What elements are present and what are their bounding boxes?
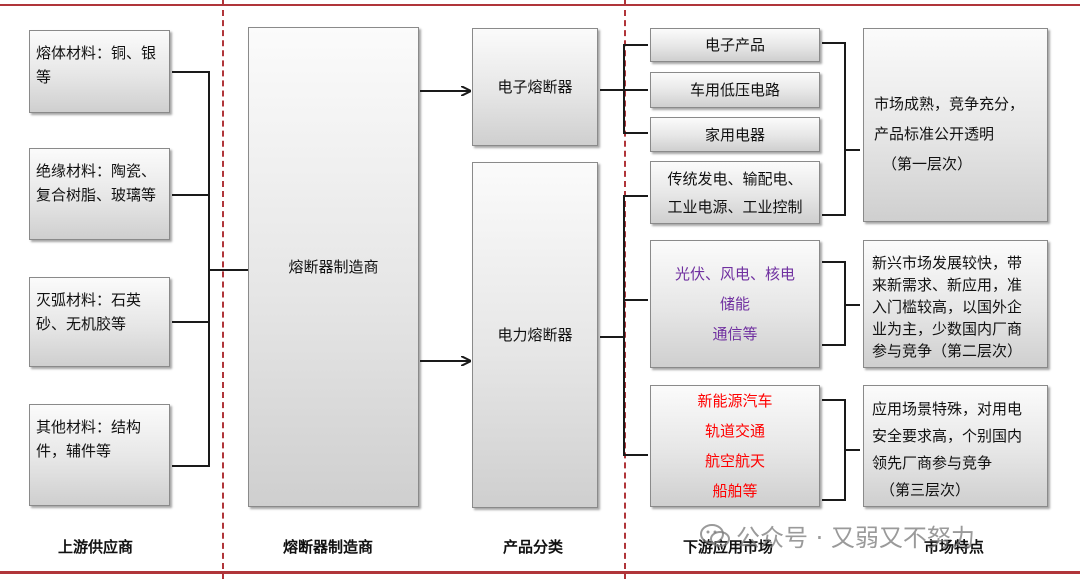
power-fuse-label: 电力熔断器 xyxy=(497,326,573,344)
app-line: 储能 xyxy=(719,295,750,313)
market-box-tier2: 新兴市场发展较快，带 来新需求、新应用，准 入门槛较高，以国外企 业为主，少数国… xyxy=(863,240,1048,368)
market-box-tier1: 市场成熟，竞争充分， 产品标准公开透明 （第一层次） xyxy=(863,28,1048,222)
material-box-other: 其他材料：结构件，辅件等 xyxy=(29,404,170,506)
footer-market: 市场特点 xyxy=(924,538,985,556)
market-line: 参与竞争（第二层次） xyxy=(872,342,1023,360)
electronic-fuse-label: 电子熔断器 xyxy=(497,78,573,96)
footer-upstream: 上游供应商 xyxy=(58,538,134,556)
market-line: （第一层次） xyxy=(882,155,973,173)
tier1-bracket xyxy=(822,42,846,216)
app-box-appliances: 家用电器 xyxy=(650,117,820,152)
material-label: 其他材料：结构件，辅件等 xyxy=(36,418,142,460)
material-label: 灭弧材料：石英砂、无机胶等 xyxy=(36,291,142,333)
divider-left xyxy=(222,0,224,579)
upstream-bracket xyxy=(172,71,210,467)
app-box-special: 新能源汽车 轨道交通 航空航天 船舶等 xyxy=(650,385,820,507)
market-line: 领先厂商参与竞争 xyxy=(872,454,993,472)
app-box-electronics: 电子产品 xyxy=(650,28,820,62)
footer-products: 产品分类 xyxy=(503,538,564,556)
market-line: 新兴市场发展较快，带 xyxy=(872,254,1023,272)
app-line: 通信等 xyxy=(712,325,758,343)
app-line: 光伏、风电、核电 xyxy=(674,265,795,283)
app-box-traditional: 传统发电、输配电、 工业电源、工业控制 xyxy=(650,161,820,224)
market-box-tier3: 应用场景特殊，对用电 安全要求高，个别国内 领先厂商参与竞争 （第三层次） xyxy=(863,385,1048,507)
power-fuse-box: 电力熔断器 xyxy=(472,162,598,508)
watermark: 公众号 · 又弱又不努力 xyxy=(700,518,975,555)
material-label: 绝缘材料：陶瓷、复合树脂、玻璃等 xyxy=(36,162,157,204)
power-fuse-bracket xyxy=(623,195,648,456)
bottom-border xyxy=(0,571,1080,574)
app-line: 轨道交通 xyxy=(704,422,765,440)
market-line: 入门槛较高，以国外企 xyxy=(872,298,1023,316)
app-label: 车用低压电路 xyxy=(689,81,780,99)
tier2-bracket xyxy=(822,261,846,346)
manufacturer-box: 熔断器制造商 xyxy=(248,27,419,507)
app-box-emerging: 光伏、风电、核电 储能 通信等 xyxy=(650,240,820,368)
tier3-bracket xyxy=(822,399,846,501)
market-line: 来新需求、新应用，准 xyxy=(872,276,1023,294)
app-label: 家用电器 xyxy=(704,125,765,144)
footer-downstream: 下游应用市场 xyxy=(683,538,774,556)
market-line: （第三层次） xyxy=(880,481,971,499)
market-line: 业为主，少数国内厂商 xyxy=(872,320,1023,338)
app-line: 新能源汽车 xyxy=(697,392,773,410)
market-line: 产品标准公开透明 xyxy=(874,125,995,143)
manufacturer-label: 熔断器制造商 xyxy=(288,258,379,276)
app-box-automotive: 车用低压电路 xyxy=(650,72,820,108)
market-line: 应用场景特殊，对用电 xyxy=(872,400,1023,418)
watermark-text: 公众号 · 又弱又不努力 xyxy=(736,524,975,552)
electronic-fuse-box: 电子熔断器 xyxy=(472,28,598,146)
app-label: 电子产品 xyxy=(704,36,765,54)
app-line: 工业电源、工业控制 xyxy=(667,197,803,216)
material-box-fuse-body: 熔体材料：铜、银等 xyxy=(29,30,170,113)
market-line: 安全要求高，个别国内 xyxy=(872,427,1023,445)
app-line: 传统发电、输配电、 xyxy=(667,169,803,188)
material-box-arc-quenching: 灭弧材料：石英砂、无机胶等 xyxy=(29,277,170,367)
material-label: 熔体材料：铜、银等 xyxy=(36,44,157,86)
footer-manufacturer: 熔断器制造商 xyxy=(283,538,374,556)
app-line: 船舶等 xyxy=(712,482,758,500)
material-box-insulation: 绝缘材料：陶瓷、复合树脂、玻璃等 xyxy=(29,148,170,240)
wechat-icon xyxy=(700,523,730,555)
top-border xyxy=(0,4,1080,6)
market-line: 市场成熟，竞争充分， xyxy=(874,95,1025,113)
app-line: 航空航天 xyxy=(704,452,765,470)
